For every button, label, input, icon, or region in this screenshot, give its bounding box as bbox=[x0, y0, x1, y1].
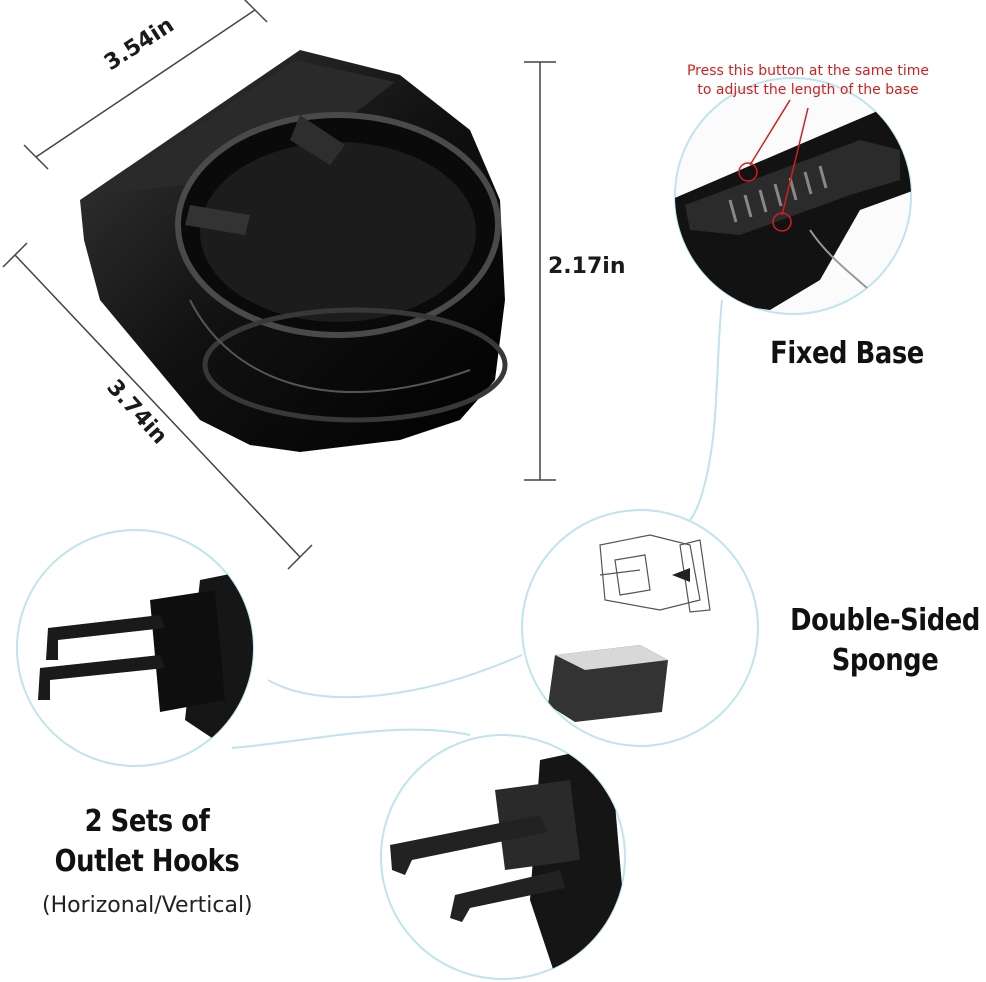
outlet-hooks-heading-line2: Outlet Hooks bbox=[54, 844, 240, 879]
sponge-heading-line1: Double-Sided bbox=[790, 603, 980, 638]
button-markers bbox=[738, 99, 809, 232]
fixed-base-photo bbox=[675, 110, 911, 310]
sponge-photo bbox=[548, 534, 711, 722]
button-note-line1: Press this button at the same time bbox=[686, 63, 930, 79]
button-instruction-note: Press this button at the same time to ad… bbox=[666, 62, 950, 100]
height-dimension-label: 2.17in bbox=[548, 254, 626, 279]
sponge-heading-line2: Sponge bbox=[831, 643, 939, 678]
outlet-hooks-heading: 2 Sets of Outlet Hooks bbox=[40, 802, 255, 882]
outlet-hooks-heading-line1: 2 Sets of bbox=[84, 804, 210, 839]
sponge-heading: Double-Sided Sponge bbox=[786, 601, 984, 681]
cup-holder-product bbox=[80, 50, 508, 452]
button-note-line2: to adjust the length of the base bbox=[697, 82, 919, 98]
dimension-lines bbox=[2, 0, 556, 570]
outlet-hooks-subtitle: (Horizonal/Vertical) bbox=[42, 893, 253, 918]
fixed-base-heading: Fixed Base bbox=[770, 336, 924, 371]
